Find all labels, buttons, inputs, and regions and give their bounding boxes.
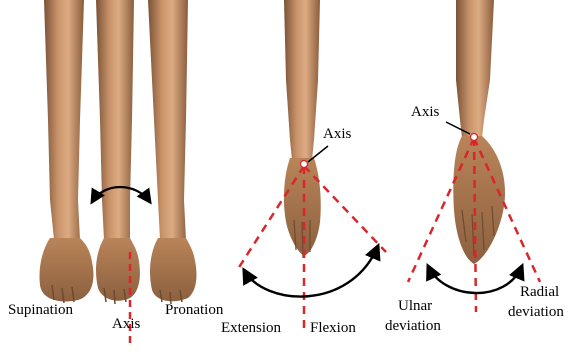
ulnar-label-line2: deviation <box>385 318 441 334</box>
axis-label-middle: Axis <box>323 126 351 142</box>
deviation-panel <box>408 0 540 312</box>
flexion-extension-arrow <box>244 246 378 297</box>
deviation-arm <box>453 0 505 264</box>
neutral-arm <box>96 0 140 304</box>
flexion-extension-panel <box>236 0 386 330</box>
ulnar-label-line1: Ulnar <box>398 298 432 314</box>
forearm-rotation-panel <box>39 0 196 346</box>
deviation-axis-point <box>471 134 478 141</box>
flexion-label: Flexion <box>310 320 356 336</box>
axis-label-right: Axis <box>411 104 439 120</box>
pronated-arm <box>148 0 196 304</box>
radial-label-line2: deviation <box>508 304 564 320</box>
extension-label: Extension <box>221 320 281 336</box>
pronation-label: Pronation <box>165 302 223 318</box>
supination-label: Supination <box>8 302 73 318</box>
supinated-arm <box>39 0 93 303</box>
flexion-arm <box>284 0 321 258</box>
axis-label-left: Axis <box>112 316 140 332</box>
flexion-axis-point <box>301 161 308 168</box>
radial-label-line1: Radial <box>520 284 559 300</box>
